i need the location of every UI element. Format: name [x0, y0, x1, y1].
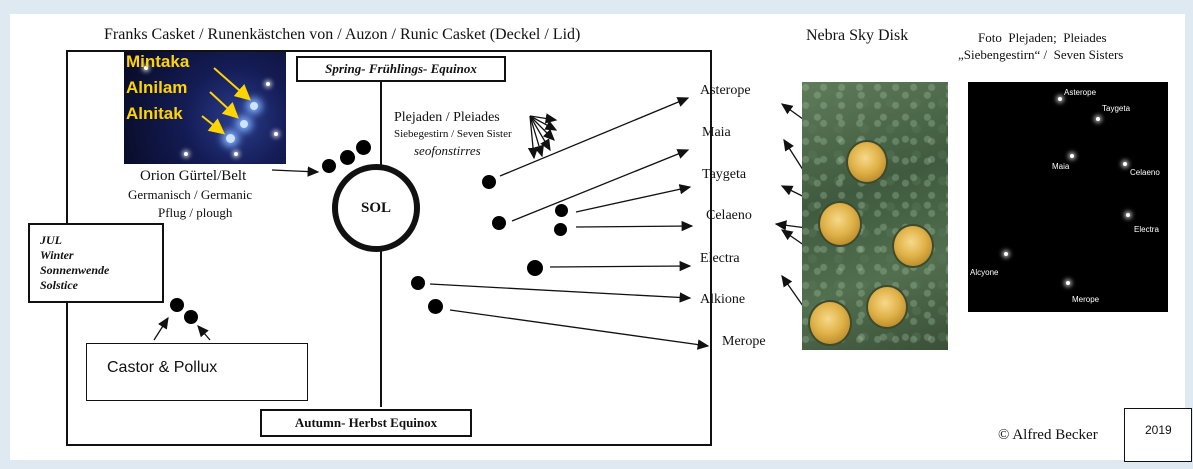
- photo-label-taygeta: Taygeta: [1102, 104, 1131, 113]
- winter-label-1: JUL: [40, 233, 62, 247]
- alnilam-label: Alnilam: [126, 78, 188, 97]
- photo-label-asterope: Asterope: [1064, 88, 1097, 97]
- star-label-asterope: Asterope: [700, 83, 751, 98]
- nebra-gold-dot: [848, 142, 886, 182]
- orion-star: [144, 66, 148, 70]
- winter-label-4: Solstice: [40, 278, 78, 292]
- orion-caption-3: Pflug / plough: [158, 205, 233, 220]
- pleiades-caption-1: Plejaden / Pleiades: [394, 110, 500, 125]
- star-label-electra: Electra: [700, 251, 740, 266]
- pleiad-dot: [411, 276, 425, 290]
- photo-label-alcyone: Alcyone: [970, 268, 999, 277]
- sol-ring: [332, 164, 420, 252]
- orion-star: [184, 152, 188, 156]
- photo-label-merope: Merope: [1072, 295, 1100, 304]
- orion-caption-1: Orion Gürtel/Belt: [140, 168, 247, 184]
- pollux-dot: [184, 310, 198, 324]
- photo-star-merope: [1066, 281, 1070, 285]
- spring-equinox-box: Spring- Frühlings- Equinox: [296, 56, 506, 82]
- orion-caption-2: Germanisch / Germanic: [128, 187, 253, 202]
- orion-dot: [340, 150, 355, 165]
- pleiades-caption-3: seofonstirres: [414, 143, 481, 158]
- orion-star: [266, 82, 270, 86]
- alnilam-star: [240, 120, 248, 128]
- star-label-celaeno: Celaeno: [706, 208, 752, 223]
- castor-pollux-label: Castor & Pollux: [107, 359, 218, 376]
- nebra-title: Nebra Sky Disk: [806, 27, 909, 44]
- mintaka-star: [250, 102, 258, 110]
- star-label-merope: Merope: [722, 334, 766, 349]
- pleiades-caption-2: Siebegestirn / Seven Sister: [394, 128, 512, 140]
- copyright-text: © Alfred Becker: [998, 427, 1098, 443]
- pleiad-dot: [482, 175, 496, 189]
- orion-dot: [356, 140, 371, 155]
- pleiad-dot: [554, 223, 567, 236]
- orion-star: [234, 152, 238, 156]
- nebra-gold-dot: [868, 287, 906, 327]
- pleiad-dot: [492, 216, 506, 230]
- alnitak-star: [226, 134, 235, 143]
- photo-title-1: Foto Plejaden; Pleiades: [978, 30, 1107, 45]
- pleiad-dot: [555, 204, 568, 217]
- year-label: 2019: [1145, 423, 1172, 437]
- pleiad-dot: [428, 299, 443, 314]
- pleiad-dot: [527, 260, 543, 276]
- castor-pollux-box: Castor & Pollux: [86, 343, 308, 401]
- nebra-gold-dot: [820, 203, 860, 245]
- pleiades-photo: Asterope Taygeta Maia Celaeno Electra Al…: [968, 82, 1168, 312]
- photo-label-maia: Maia: [1052, 162, 1070, 171]
- winter-solstice-box: JUL Winter Sonnenwende Solstice: [28, 223, 164, 303]
- photo-star-alcyone: [1004, 252, 1008, 256]
- sol-label: SOL: [360, 200, 391, 216]
- winter-label-2: Winter: [40, 248, 74, 262]
- orion-dot: [322, 159, 336, 173]
- photo-title-2: „Siebengestirn“ / Seven Sisters: [958, 47, 1124, 62]
- photo-star-electra: [1126, 213, 1130, 217]
- autumn-equinox-box: Autumn- Herbst Equinox: [260, 409, 472, 437]
- spring-equinox-label: Spring- Frühlings- Equinox: [325, 61, 477, 76]
- castor-dot: [170, 298, 184, 312]
- winter-label-3: Sonnenwende: [40, 263, 110, 277]
- casket-title: Franks Casket / Runenkästchen von / Auzo…: [104, 26, 581, 43]
- nebra-gold-dot: [810, 302, 850, 344]
- nebra-gold-dot: [894, 226, 932, 266]
- star-label-alkione: Alkione: [700, 292, 746, 307]
- photo-label-celaeno: Celaeno: [1130, 168, 1160, 177]
- mintaka-label: Mintaka: [126, 52, 190, 71]
- photo-star-asterope: [1058, 97, 1062, 101]
- year-box: 2019: [1124, 408, 1192, 462]
- autumn-equinox-label: Autumn- Herbst Equinox: [294, 415, 438, 430]
- star-label-maia: Maia: [702, 125, 731, 140]
- orion-star: [274, 132, 278, 136]
- photo-star-taygeta: [1096, 117, 1100, 121]
- photo-star-celaeno: [1123, 162, 1127, 166]
- alnitak-label: Alnitak: [126, 104, 183, 123]
- orion-label-arrows: [201, 67, 251, 135]
- photo-label-electra: Electra: [1134, 225, 1159, 234]
- photo-star-maia: [1070, 154, 1074, 158]
- orion-belt-photo: Mintaka Alnilam Alnitak: [124, 52, 286, 164]
- star-label-taygeta: Taygeta: [702, 167, 747, 182]
